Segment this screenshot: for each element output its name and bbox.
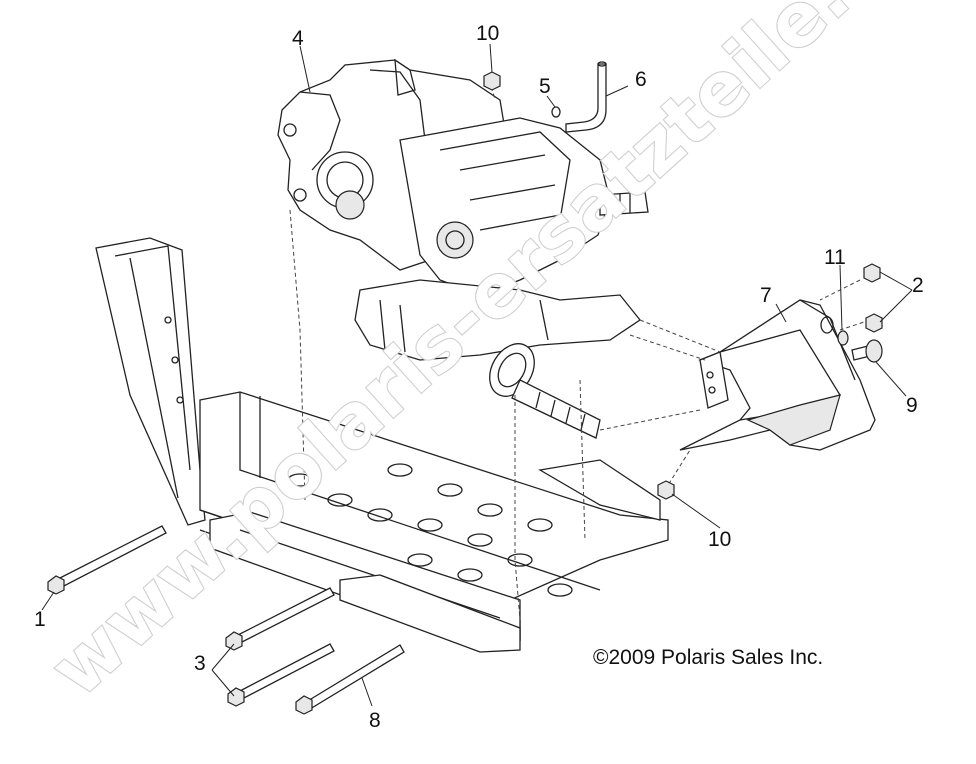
leader-lines <box>41 43 913 707</box>
fastener-nut-10-top <box>483 71 501 91</box>
callout-8: 8 <box>369 709 381 732</box>
callout-4: 4 <box>292 27 304 50</box>
callout-10-top: 10 <box>476 22 499 45</box>
hose-clamp <box>551 106 561 118</box>
callout-6: 6 <box>635 68 647 91</box>
callout-3: 3 <box>194 652 206 675</box>
callout-7: 7 <box>760 284 772 307</box>
callout-11: 11 <box>824 246 846 269</box>
fastener-nut-2-lower <box>865 313 883 333</box>
alignment-lines <box>289 79 871 621</box>
fastener-nut-10-bottom <box>657 480 675 500</box>
fastener-nut-2-upper <box>863 263 881 283</box>
transmission-mount-bracket <box>679 299 876 451</box>
fastener-bolt-9 <box>851 339 883 363</box>
callout-9: 9 <box>906 394 918 417</box>
transmission-assembly <box>277 58 649 439</box>
callout-10-bottom: 10 <box>708 528 731 551</box>
fastener-washer-11 <box>837 330 849 346</box>
callout-2: 2 <box>912 274 924 297</box>
callout-1: 1 <box>34 608 46 631</box>
frame-skid-plate <box>95 237 669 653</box>
copyright-text: ©2009 Polaris Sales Inc. <box>593 646 823 669</box>
long-bolt-8 <box>295 644 405 715</box>
vent-hose <box>565 61 607 133</box>
long-bolt-3-lower <box>227 643 335 707</box>
long-bolt-3-upper <box>225 587 335 651</box>
callout-5: 5 <box>539 75 551 98</box>
long-bolt-1 <box>47 525 167 595</box>
